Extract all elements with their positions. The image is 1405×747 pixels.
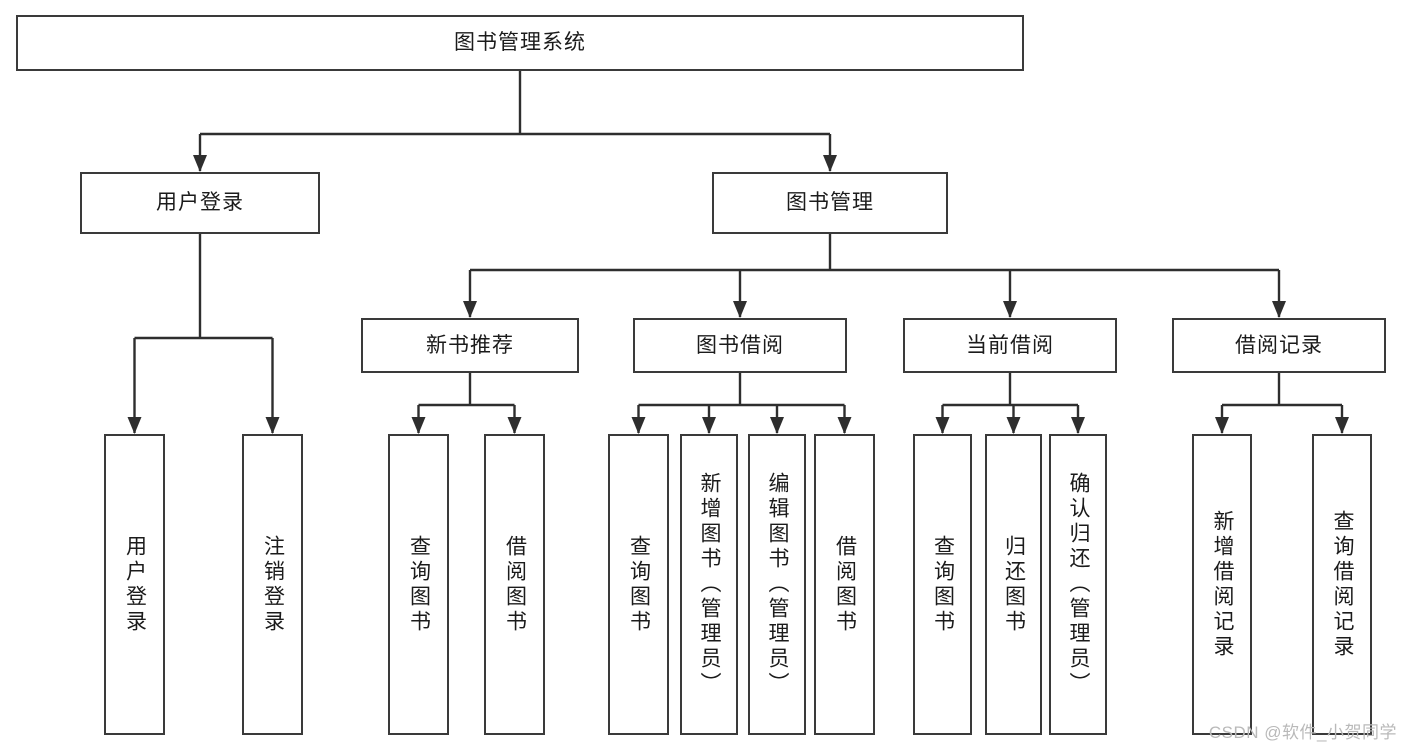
node-label: 新增借阅记录: [1211, 509, 1235, 660]
node-leaf-confirm-return-admin[interactable]: 确认归还（管理员）: [1049, 434, 1107, 735]
node-book-borrow[interactable]: 图书借阅: [633, 318, 847, 373]
arrowhead-icon: [1006, 417, 1021, 434]
arrowhead-icon: [823, 155, 837, 172]
node-label: 查询图书: [931, 534, 955, 635]
arrowhead-icon: [837, 417, 852, 434]
node-leaf-user-logout[interactable]: 注销登录: [242, 434, 303, 735]
node-leaf-borrow-book-2[interactable]: 借阅图书: [814, 434, 875, 735]
node-label: 查询借阅记录: [1331, 509, 1355, 660]
arrowhead-icon: [265, 417, 280, 434]
watermark-text: CSDN @软件_小贺同学: [1208, 723, 1397, 742]
arrowhead-icon: [702, 417, 716, 434]
node-user-login[interactable]: 用户登录: [80, 172, 320, 234]
node-label: 用户登录: [156, 191, 244, 215]
node-new-book-rec[interactable]: 新书推荐: [361, 318, 579, 373]
arrowhead-icon: [193, 155, 207, 172]
node-label: 图书管理系统: [454, 31, 586, 55]
node-label: 用户登录: [123, 534, 147, 635]
node-leaf-query-book-1[interactable]: 查询图书: [388, 434, 449, 735]
arrowhead-icon: [1003, 301, 1017, 318]
node-label: 查询图书: [627, 534, 651, 635]
node-label: 查询图书: [407, 534, 431, 635]
node-label: 当前借阅: [966, 333, 1054, 357]
node-leaf-user-login[interactable]: 用户登录: [104, 434, 165, 735]
node-root[interactable]: 图书管理系统: [16, 15, 1024, 71]
arrowhead-icon: [127, 417, 142, 434]
arrowhead-icon: [1272, 301, 1286, 318]
node-leaf-add-book-admin[interactable]: 新增图书（管理员）: [680, 434, 738, 735]
node-label: 归还图书: [1002, 534, 1026, 635]
node-label: 图书借阅: [696, 333, 784, 357]
arrowhead-icon: [507, 417, 522, 434]
node-borrow-record[interactable]: 借阅记录: [1172, 318, 1386, 373]
node-label: 编辑图书（管理员）: [766, 472, 790, 697]
node-leaf-query-book-2[interactable]: 查询图书: [608, 434, 669, 735]
node-label: 图书管理: [786, 191, 874, 215]
arrowhead-icon: [411, 417, 426, 434]
arrowhead-icon: [1071, 417, 1085, 434]
arrowhead-icon: [463, 301, 477, 318]
node-book-manage[interactable]: 图书管理: [712, 172, 948, 234]
arrowhead-icon: [1335, 417, 1349, 434]
node-leaf-borrow-book-1[interactable]: 借阅图书: [484, 434, 545, 735]
node-current-borrow[interactable]: 当前借阅: [903, 318, 1117, 373]
node-label: 注销登录: [261, 534, 285, 635]
node-label: 新增图书（管理员）: [698, 472, 722, 697]
node-label: 借阅图书: [833, 534, 857, 635]
arrowhead-icon: [631, 417, 646, 434]
node-leaf-query-borrow-record[interactable]: 查询借阅记录: [1312, 434, 1372, 735]
node-leaf-add-borrow-record[interactable]: 新增借阅记录: [1192, 434, 1252, 735]
node-label: 新书推荐: [426, 333, 514, 357]
node-leaf-return-book[interactable]: 归还图书: [985, 434, 1042, 735]
node-label: 确认归还（管理员）: [1067, 472, 1091, 697]
arrowhead-icon: [935, 417, 950, 434]
arrowhead-icon: [770, 417, 784, 434]
arrowhead-icon: [733, 301, 747, 318]
arrowhead-icon: [1215, 417, 1229, 434]
node-leaf-edit-book-admin[interactable]: 编辑图书（管理员）: [748, 434, 806, 735]
node-leaf-query-book-3[interactable]: 查询图书: [913, 434, 972, 735]
node-label: 借阅记录: [1235, 333, 1323, 357]
node-label: 借阅图书: [503, 534, 527, 635]
